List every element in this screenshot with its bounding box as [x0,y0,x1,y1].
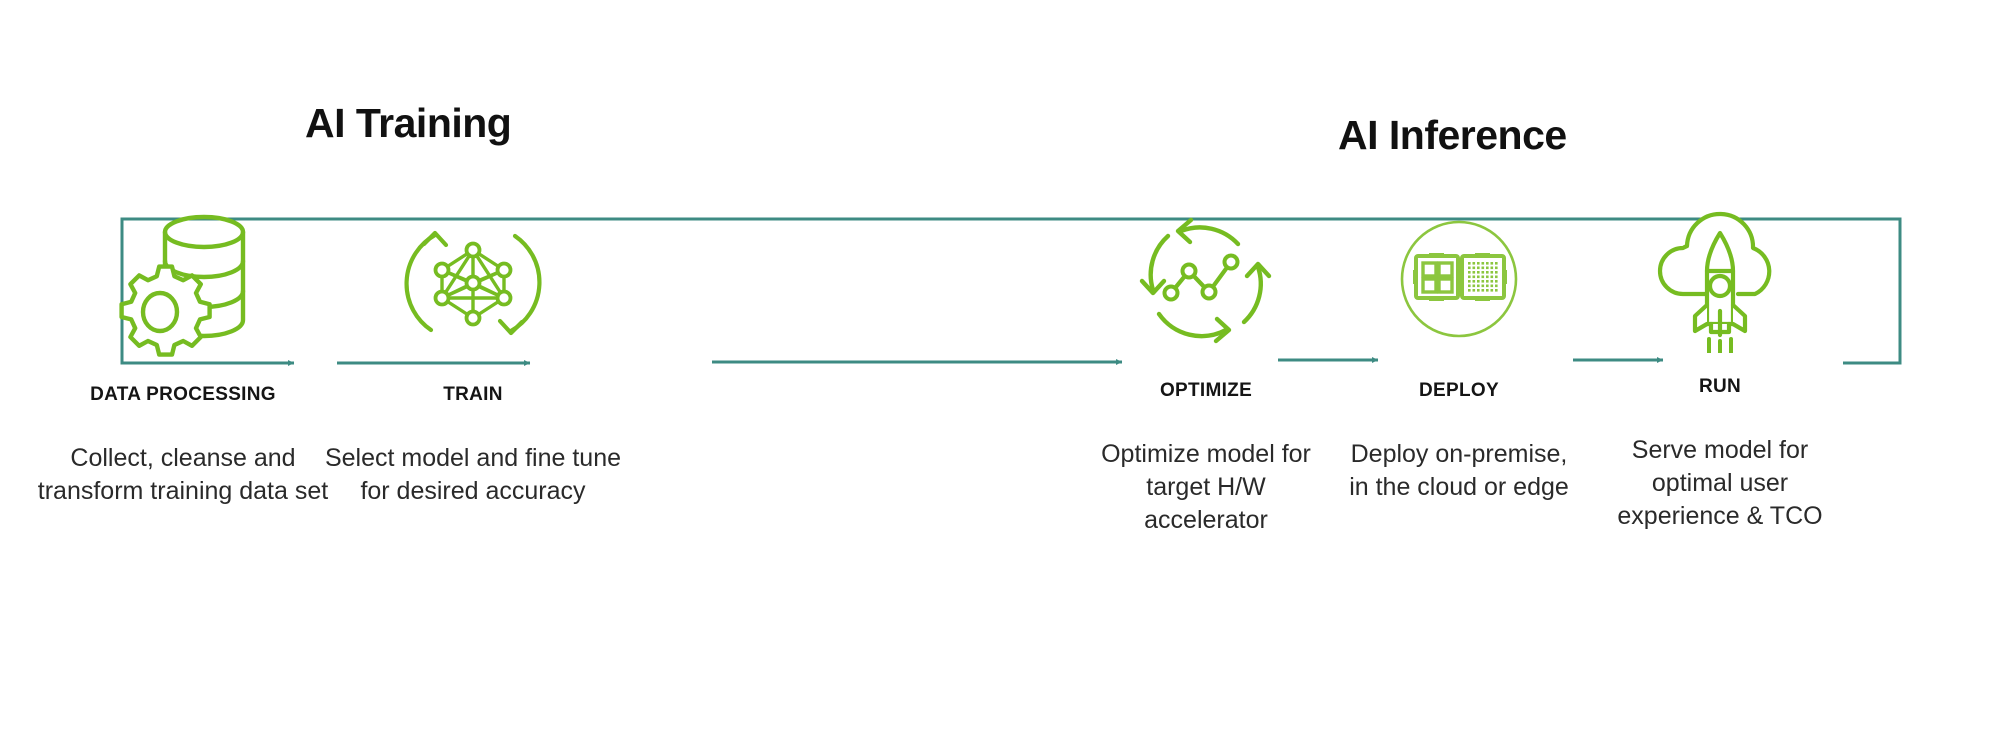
rocket-body [1692,230,1747,337]
section-title-ai-inference: AI Inference [1338,112,1567,158]
chips-circle-icon [1400,220,1518,338]
stage-optimize: OPTIMIZE Optimize model for target H/W a… [1095,204,1317,537]
stage-description-deploy: Deploy on-premise, in the cloud or edge [1349,440,1569,501]
rocket-exhaust [1706,336,1733,353]
rocket-cloud-icon-wrap [1600,200,1840,353]
stage-train: TRAIN Select model and fine tune for des… [325,208,621,508]
gear-icon [119,264,212,357]
line-chart-cycle-icon [1139,217,1272,344]
stage-data-processing: DATA PROCESSING Collect, cleanse and tra… [38,208,328,508]
chips-circle-icon-wrap [1348,204,1570,354]
stage-deploy: DEPLOY Deploy on-premise, in the cloud o… [1348,204,1570,504]
stage-label-data-processing: DATA PROCESSING [90,384,276,405]
rocket-cloud-icon [1657,211,1771,353]
stage-description-run: Serve model for optimal user experience … [1617,436,1823,530]
section-title-ai-training: AI Training [305,100,512,146]
database-gear-icon [119,214,246,357]
database-gear-icon-wrap [58,208,308,358]
stage-label-deploy: DEPLOY [1419,380,1499,401]
stage-description-data-processing: Collect, cleanse and transform training … [37,444,329,505]
neural-network-cycle-icon [404,230,542,336]
chip-grid-icon [1459,253,1507,301]
stage-run: RUN Serve model for optimal user experie… [1600,200,1840,533]
stage-label-optimize: OPTIMIZE [1159,380,1253,401]
line-chart-cycle-icon-wrap [1095,204,1317,354]
stage-description-train: Select model and fine tune for desired a… [324,444,622,505]
circle-outline [1400,220,1518,338]
stage-label-train: TRAIN [443,384,503,405]
stage-label-run: RUN [1698,376,1742,397]
neural-network-cycle-icon-wrap [348,208,598,358]
stage-description-optimize: Optimize model for target H/W accelerato… [1101,440,1311,534]
chip-quadrants-icon [1413,253,1461,301]
